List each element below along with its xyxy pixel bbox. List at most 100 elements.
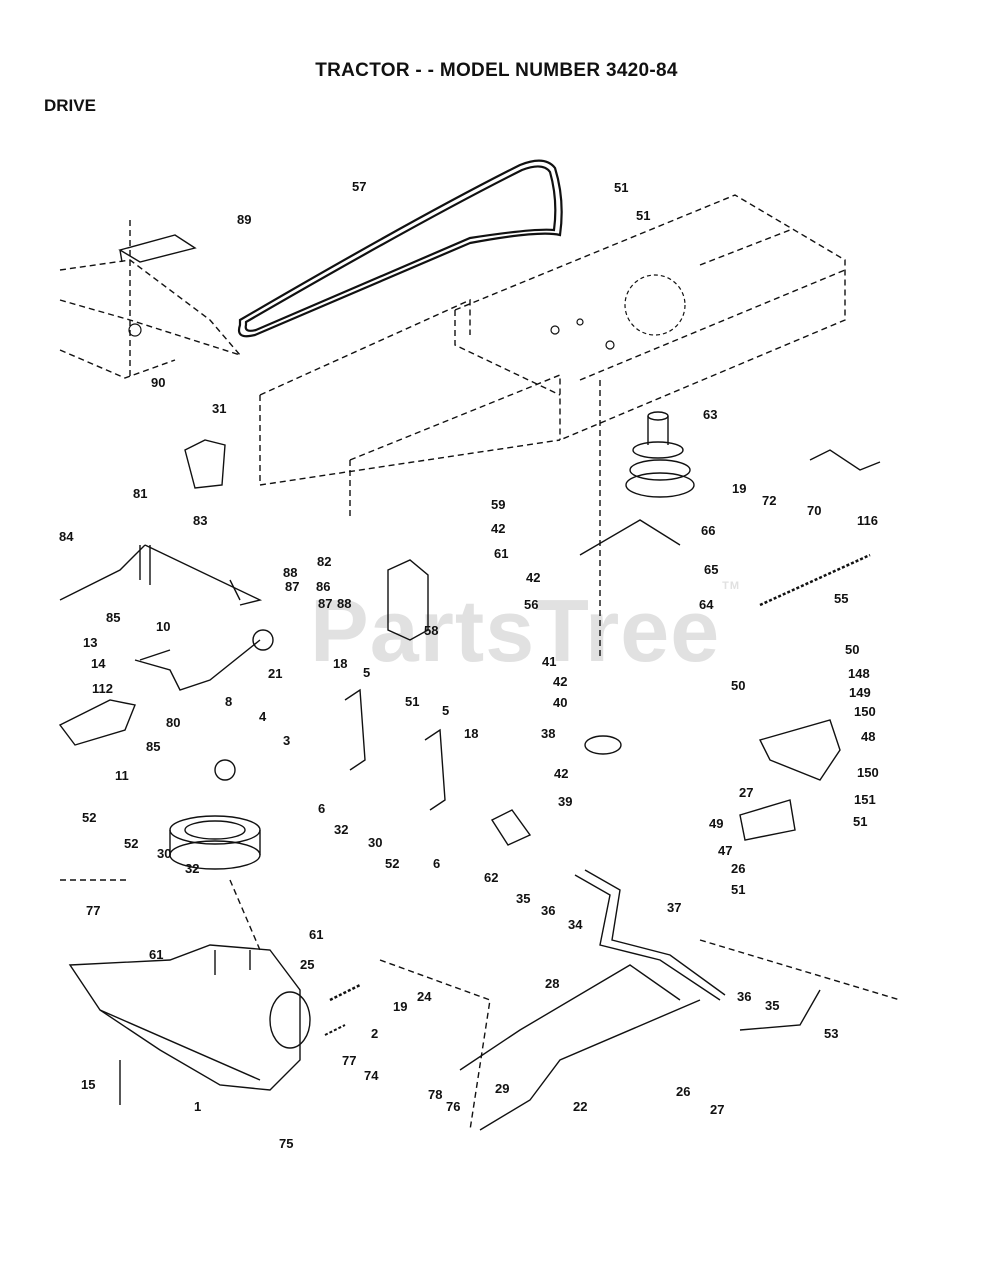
callout-36: 36 [737,989,752,1004]
callout-13: 13 [83,635,98,650]
callout-24: 24 [417,989,432,1004]
callout-51: 51 [614,180,629,195]
callout-6: 6 [433,856,441,871]
callout-148: 148 [848,666,870,681]
callout-19: 19 [732,481,747,496]
callout-11: 11 [115,768,129,783]
callout-74: 74 [364,1068,379,1083]
callout-5: 5 [442,703,450,718]
pedal-rod-part-34 [574,869,726,1001]
callout-38: 38 [541,726,556,741]
callout-51: 51 [853,814,868,829]
drive-pulley-part-3 [169,815,261,870]
bracket-part-49 [739,799,796,841]
callout-76: 76 [446,1099,461,1114]
callout-49: 49 [709,816,724,831]
callout-26: 26 [676,1084,691,1099]
callout-3: 3 [283,733,291,748]
shield-part-31 [184,439,226,489]
callout-70: 70 [807,503,822,518]
callout-35: 35 [765,998,780,1013]
callout-29: 29 [495,1081,510,1096]
callout-112: 112 [92,681,113,696]
callout-52: 52 [385,856,400,871]
callout-42: 42 [526,570,541,585]
callout-61: 61 [149,947,164,962]
callout-66: 66 [701,523,716,538]
callout-27: 27 [710,1102,725,1117]
callout-150: 150 [854,704,876,719]
callout-88: 88 [337,596,352,611]
callout-89: 89 [237,212,252,227]
rod-part-70 [809,449,881,471]
arm-part-48 [758,719,841,781]
bracket-part-58 [387,559,429,641]
callout-51: 51 [636,208,651,223]
callout-56: 56 [524,597,539,612]
callout-22: 22 [573,1099,588,1114]
spring-part-25 [329,983,361,1002]
callout-2: 2 [371,1026,379,1041]
callout-84: 84 [59,529,74,544]
callout-78: 78 [428,1087,443,1102]
callout-52: 52 [82,810,97,825]
section-heading: DRIVE [44,96,96,115]
callout-86: 86 [316,579,331,594]
callout-87: 87 [285,579,300,594]
callout-57: 57 [352,179,367,194]
page-title: TRACTOR - - MODEL NUMBER 3420-84 [315,60,678,81]
spring-part-55 [759,553,871,607]
bracket-part-5b [424,728,446,811]
callout-4: 4 [259,709,267,724]
rod-part-53 [739,989,821,1031]
callout-52: 52 [124,836,139,851]
rod-part-22 [479,999,701,1131]
callout-14: 14 [91,656,106,671]
spring-part-2 [324,1024,346,1036]
callout-85: 85 [146,739,161,754]
callout-63: 63 [703,407,718,422]
callout-50: 50 [731,678,746,693]
callout-47: 47 [718,843,733,858]
callout-51: 51 [405,694,420,709]
handle-part-62 [490,809,532,846]
callout-55: 55 [834,591,849,606]
callout-82: 82 [317,554,332,569]
callout-149: 149 [849,685,871,700]
callout-61: 61 [309,927,324,942]
callout-21: 21 [268,666,283,681]
rod-part-10 [139,649,171,661]
callout-27: 27 [739,785,754,800]
plate-part-80 [58,699,136,746]
callout-25: 25 [300,957,315,972]
callout-1: 1 [194,1099,202,1114]
callout-151: 151 [854,792,876,807]
watermark-text: PartsTree [310,581,721,680]
callout-48: 48 [861,729,876,744]
shaft-assembly-81 [59,544,263,606]
callout-77: 77 [86,903,101,918]
callout-36: 36 [541,903,556,918]
tractor-frame [59,194,901,1131]
drive-belt [237,159,563,338]
callout-34: 34 [568,917,583,932]
pulley-part-38 [584,735,622,755]
callout-87: 87 [318,596,333,611]
callout-65: 65 [704,562,719,577]
lever-part-8 [134,639,261,691]
idler-pulley-part-63 [625,411,695,498]
callout-39: 39 [558,794,573,809]
retainer-part-4 [214,759,236,781]
callout-53: 53 [824,1026,839,1041]
callout-42: 42 [554,766,569,781]
callout-30: 30 [157,846,172,861]
callout-6: 6 [318,801,326,816]
callout-31: 31 [212,401,227,416]
callout-83: 83 [193,513,208,528]
callout-42: 42 [553,674,568,689]
callout-58: 58 [424,623,439,638]
callout-30: 30 [368,835,383,850]
callout-62: 62 [484,870,499,885]
callout-19: 19 [393,999,408,1014]
